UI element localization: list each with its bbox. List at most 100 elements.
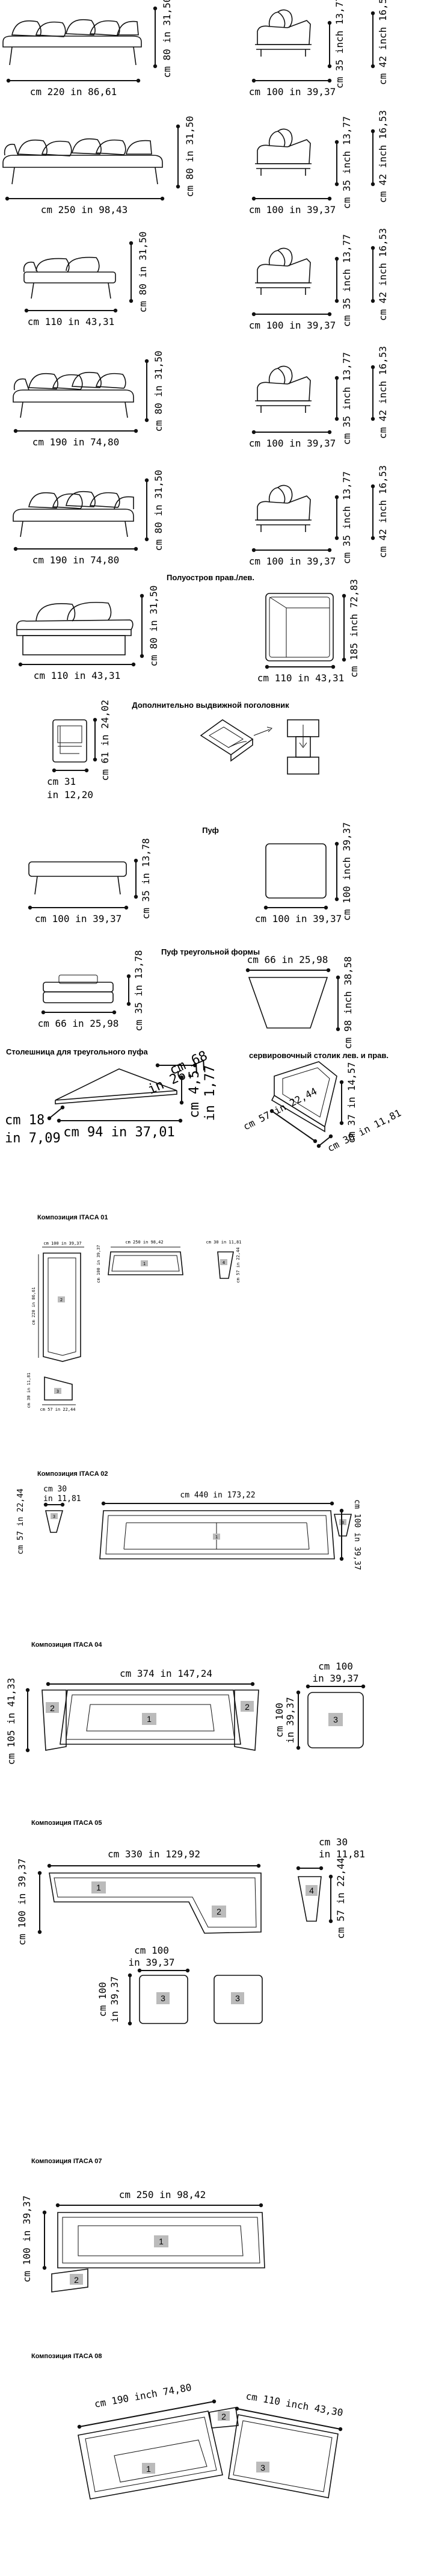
- title-comp02: Композиция ITACA 02: [37, 1470, 108, 1478]
- dim-h35b: cm 35 in 13,78: [140, 838, 152, 920]
- comp05-dim-w330: cm 330 in 129,92: [108, 1848, 200, 1860]
- dimension-endpoint-dot: [334, 841, 339, 846]
- dimension-endpoint-dot: [25, 1748, 30, 1753]
- dimension-endpoint-dot: [134, 858, 138, 863]
- dimension-endpoint-dot: [370, 484, 375, 489]
- dimension-endpoint-dot: [324, 905, 328, 910]
- dimension-endpoint-dot: [370, 11, 375, 16]
- sofa-250-front-view: [2, 138, 163, 185]
- dimension-endpoint-dot: [113, 308, 118, 313]
- dimension-endpoint-dot: [179, 1100, 184, 1105]
- dim-w31a: cm 31: [47, 776, 76, 787]
- dimension-endpoint-dot: [334, 299, 339, 303]
- comp08-dim-w110: cm 110 inch 43,30: [245, 2390, 344, 2418]
- dimension-endpoint-dot: [128, 2021, 132, 2026]
- comp01-dim-e: cm 57 in 22,44: [236, 1247, 241, 1283]
- comp05-dim-w100c: cm 100: [97, 1982, 108, 2017]
- comp02-dim-w440: cm 440 in 173,22: [180, 1491, 255, 1500]
- sofa-side-view-3: [254, 247, 312, 296]
- sofa-side-view-1: [254, 9, 312, 57]
- dim-w110-2: cm 110 in 43,31: [34, 670, 121, 681]
- dimension-endpoint-dot: [18, 662, 23, 667]
- title-peninsula: Полуостров прав./лев.: [167, 573, 254, 582]
- dim-h35-2: cm 35 inch 13,77: [341, 116, 352, 209]
- dimension-endpoint-dot: [342, 657, 346, 662]
- comp01-badge-2-label: 2: [60, 1298, 63, 1302]
- comp04-badge-1-label: 1: [147, 1714, 152, 1724]
- dimension-endpoint-dot: [316, 1144, 321, 1148]
- dimension-endpoint-dot: [93, 757, 97, 762]
- dim-h80-5: cm 80 in 31,50: [153, 470, 164, 551]
- dimension-endpoint-dot: [361, 1684, 366, 1689]
- comp02-badge-3b-label: 3: [342, 1520, 344, 1525]
- dim-h42-3: cm 42 inch 16,53: [377, 228, 389, 321]
- dimension-endpoint-dot: [131, 662, 136, 667]
- comp05-badge-3-label: 3: [161, 1993, 165, 2003]
- dim-h80-2: cm 80 in 31,50: [184, 116, 195, 197]
- pouf-tri-top-view: [248, 977, 328, 1029]
- dimension-endpoint-dot: [339, 1508, 344, 1513]
- comp02-dim-w30b: in 11,81: [43, 1494, 81, 1503]
- dimension-endpoint-dot: [370, 64, 375, 69]
- comp07-drawing: 1 2: [51, 2212, 265, 2293]
- comp04-badge-2b-label: 2: [245, 1702, 250, 1712]
- dim-h80-4: cm 80 in 31,50: [153, 351, 164, 432]
- dimension-endpoint-dot: [296, 1745, 301, 1750]
- dimension-endpoint-dot: [245, 968, 250, 973]
- pillow-front-view: [52, 719, 87, 763]
- comp04-badge-2-label: 2: [50, 1703, 55, 1713]
- peninsula-front-view: [16, 602, 134, 655]
- dimension-endpoint-dot: [6, 78, 11, 83]
- comp05-badge-1-label: 1: [96, 1883, 101, 1892]
- dimension-endpoint-dot: [251, 430, 256, 435]
- sofa-side-view-4: [254, 365, 312, 413]
- dim-d100-3: cm 100 in 39,37: [249, 320, 336, 331]
- comp02-badge-3-label: 3: [53, 1514, 55, 1519]
- comp02-dim-d100: cm 100 in 39,37: [352, 1499, 361, 1570]
- dim-h35-5: cm 35 inch 13,77: [341, 471, 352, 564]
- comp05-badge-2-label: 2: [217, 1907, 221, 1916]
- dimension-endpoint-dot: [326, 968, 331, 973]
- dimension-endpoint-dot: [112, 1010, 117, 1015]
- title-tabletop: Столешница для треугольного пуфа: [6, 1047, 148, 1056]
- dimension-endpoint-dot: [57, 1118, 61, 1123]
- comp01-badge-2: [58, 1296, 65, 1302]
- dim-w110-3: cm 110 in 43,31: [257, 672, 345, 684]
- dimension-endpoint-dot: [327, 64, 332, 69]
- dimension-endpoint-dot: [370, 299, 375, 303]
- comp07-dim-d100: cm 100 in 39,37: [21, 2196, 32, 2283]
- dimension-endpoint-dot: [140, 654, 144, 658]
- dimension-endpoint-dot: [134, 546, 138, 551]
- dim-h42-2: cm 42 inch 16,53: [377, 110, 389, 203]
- dimension-endpoint-dot: [47, 1116, 52, 1121]
- dim-d100b: cm 100 inch 39,37: [341, 822, 352, 921]
- dimension-endpoint-dot: [296, 1690, 301, 1695]
- dim-w18a: cm 18: [5, 1113, 45, 1128]
- dimension-endpoint-dot: [155, 1063, 160, 1068]
- dim-h35-3: cm 35 inch 13,77: [341, 234, 352, 327]
- dimension-endpoint-dot: [342, 593, 346, 598]
- dimension-endpoint-dot: [334, 495, 339, 500]
- dimension-endpoint-dot: [250, 1682, 255, 1686]
- dimension-endpoint-dot: [334, 256, 339, 261]
- comp08-dim-w190: cm 190 inch 74,80: [93, 2382, 192, 2410]
- dimension-endpoint-dot: [327, 430, 332, 435]
- pouf-tri-front-view: [43, 974, 114, 1003]
- dimension-endpoint-dot: [160, 196, 165, 201]
- comp05-dim-d100: cm 100 in 39,37: [16, 1859, 28, 1946]
- dimension-endpoint-dot: [327, 20, 332, 25]
- dimension-endpoint-dot: [47, 1863, 52, 1868]
- comp08-badge-1-label: 1: [146, 2464, 151, 2474]
- dimension-endpoint-dot: [129, 241, 134, 246]
- title-comp07: Композиция ITACA 07: [31, 2158, 102, 2165]
- dim-d100-2: cm 100 in 39,37: [249, 204, 336, 215]
- dimension-endpoint-dot: [144, 359, 149, 364]
- dim-h35: cm 35 inch 13,77: [334, 0, 345, 88]
- dimension-endpoint-dot: [296, 1866, 301, 1871]
- dimension-endpoint-dot: [129, 299, 134, 303]
- pouf-top-view: [265, 843, 327, 899]
- dimension-endpoint-dot: [334, 140, 339, 144]
- dimension-endpoint-dot: [28, 905, 32, 910]
- dim-h42-4: cm 42 inch 16,53: [377, 346, 389, 439]
